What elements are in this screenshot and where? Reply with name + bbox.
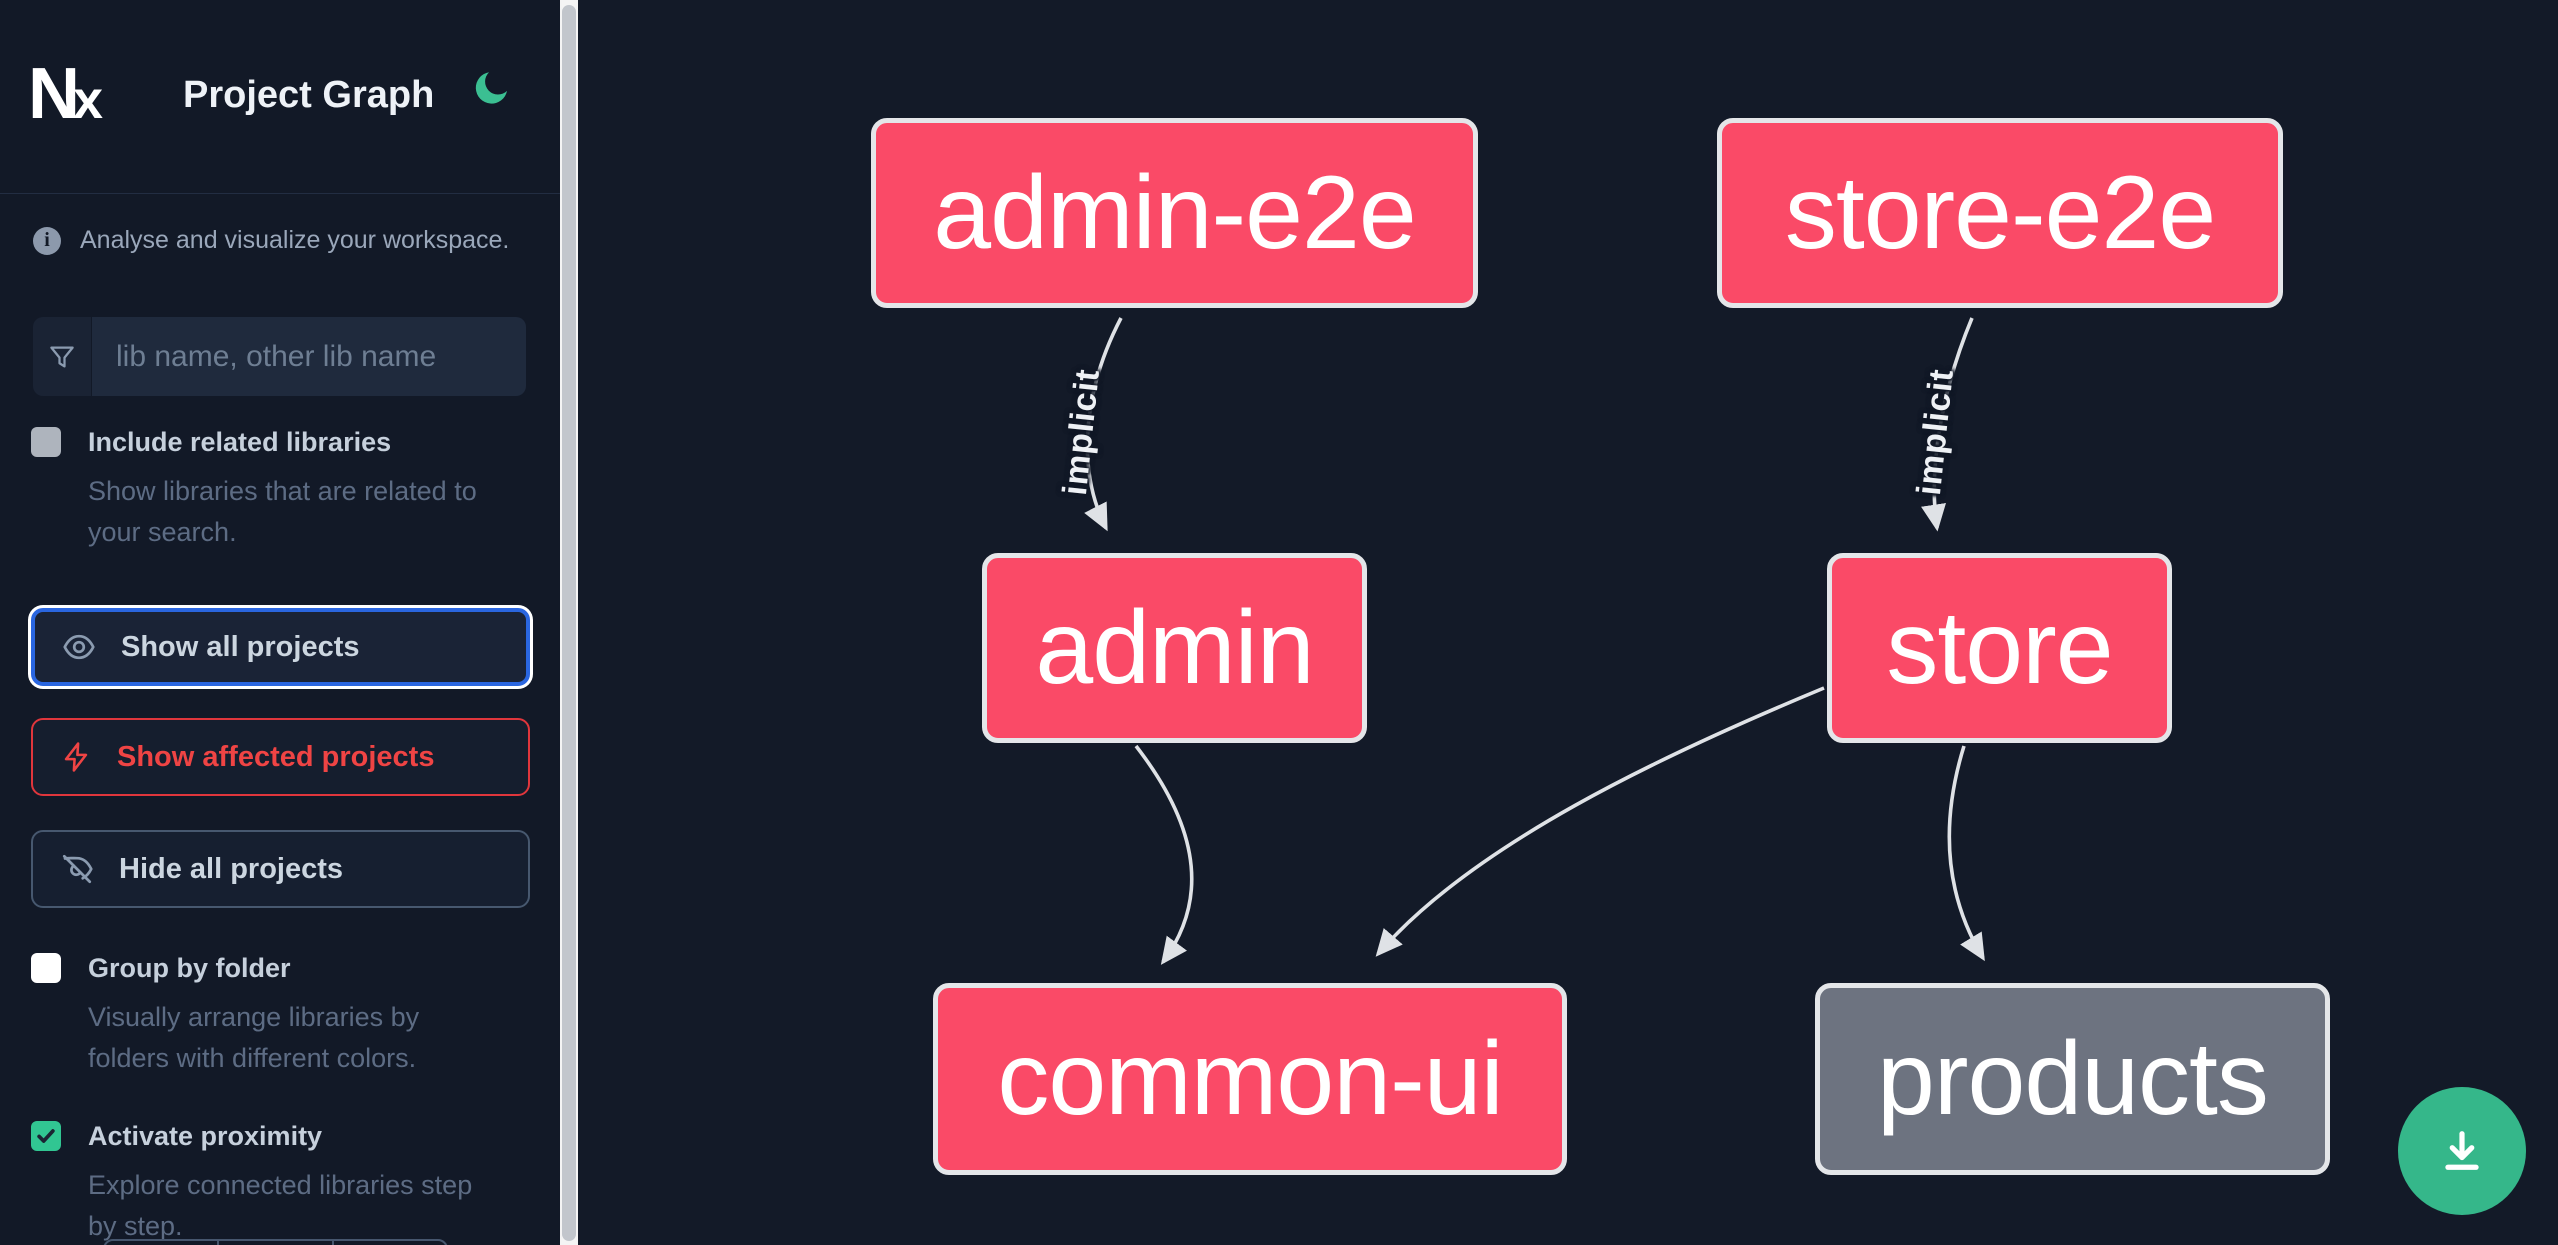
project-filter	[33, 317, 526, 396]
info-icon: i	[33, 226, 61, 255]
edge-label-implicit-right: implicit	[1909, 366, 1962, 498]
node-label: common-ui	[997, 1020, 1503, 1137]
sidebar: Nx Project Graph i Analyse and visualize…	[0, 0, 560, 1245]
proximity-stepper-partial[interactable]	[103, 1239, 448, 1245]
edge-store-products	[1947, 745, 1985, 962]
edge-store-e2e-store	[1921, 317, 1974, 532]
show-affected-projects-label: Show affected projects	[117, 740, 435, 773]
node-label: admin-e2e	[933, 154, 1416, 271]
filter-icon-cell	[33, 317, 92, 396]
checkmark-icon	[37, 1129, 55, 1143]
activate-proximity-setting: Activate proximity Explore connected lib…	[31, 1121, 531, 1245]
hide-all-projects-label: Hide all projects	[119, 852, 344, 885]
include-related-setting: Include related libraries Show libraries…	[31, 427, 531, 553]
project-node-store[interactable]: store	[1827, 553, 2172, 743]
eye-slash-icon	[62, 854, 93, 884]
include-related-checkbox[interactable]	[31, 427, 61, 457]
node-label: store-e2e	[1784, 154, 2216, 271]
eye-icon	[63, 634, 95, 660]
group-by-folder-setting: Group by folder Visually arrange librari…	[31, 953, 531, 1079]
include-related-label: Include related libraries	[88, 427, 392, 457]
edge-admin-common-ui	[1134, 744, 1194, 965]
page-title: Project Graph	[183, 74, 435, 116]
project-node-store-e2e[interactable]: store-e2e	[1717, 118, 2283, 308]
include-related-description: Show libraries that are related to your …	[88, 476, 477, 547]
download-icon	[2445, 1131, 2479, 1170]
workspace-tagline: Analyse and visualize your workspace.	[80, 226, 510, 254]
project-node-admin[interactable]: admin	[982, 553, 1367, 743]
moon-icon	[475, 72, 508, 104]
stepper-segment[interactable]	[334, 1241, 446, 1245]
group-by-folder-label: Group by folder	[88, 953, 291, 983]
project-node-common-ui[interactable]: common-ui	[933, 983, 1567, 1175]
node-label: store	[1886, 589, 2113, 706]
group-by-folder-description: Visually arrange libraries by folders wi…	[88, 1002, 420, 1073]
edge-label-implicit-left: implicit	[1055, 366, 1108, 498]
activate-proximity-checkbox[interactable]	[31, 1121, 61, 1151]
bolt-icon	[64, 742, 88, 772]
node-label: products	[1877, 1020, 2269, 1137]
download-image-button[interactable]	[2398, 1087, 2526, 1215]
header-divider	[0, 193, 560, 194]
theme-toggle-button[interactable]	[470, 66, 514, 110]
project-node-products[interactable]: products	[1815, 983, 2330, 1175]
sidebar-scrollbar[interactable]	[560, 0, 578, 1245]
workspace-tagline-row: i Analyse and visualize your workspace.	[33, 226, 509, 255]
stepper-segment[interactable]	[219, 1241, 334, 1245]
project-node-admin-e2e[interactable]: admin-e2e	[871, 118, 1478, 308]
funnel-icon	[50, 346, 74, 367]
show-all-projects-label: Show all projects	[121, 630, 360, 663]
show-affected-projects-button[interactable]: Show affected projects	[31, 718, 530, 796]
activate-proximity-label: Activate proximity	[88, 1121, 323, 1151]
show-all-projects-button[interactable]: Show all projects	[31, 608, 530, 686]
scrollbar-thumb[interactable]	[562, 5, 576, 1241]
edge-store-common-ui	[1375, 686, 1825, 957]
node-label: admin	[1035, 589, 1314, 706]
nx-logo: Nx	[28, 54, 103, 134]
edge-admin-e2e-admin	[1084, 317, 1123, 532]
activate-proximity-description: Explore connected libraries step by step…	[88, 1170, 473, 1241]
stepper-segment[interactable]	[105, 1241, 220, 1245]
hide-all-projects-button[interactable]: Hide all projects	[31, 830, 530, 908]
sidebar-header: Nx Project Graph	[0, 0, 560, 193]
group-by-folder-checkbox[interactable]	[31, 953, 61, 983]
search-input[interactable]	[92, 317, 526, 396]
